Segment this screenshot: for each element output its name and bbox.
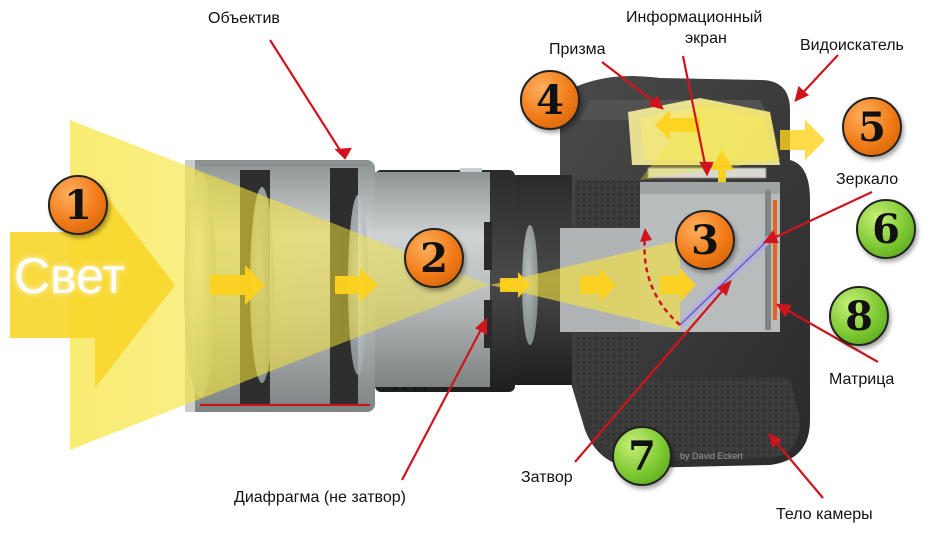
label-info-screen-line1: Информационный	[626, 9, 763, 26]
marker-2: 2	[404, 228, 464, 288]
sensor-plate	[773, 200, 777, 320]
pointer-lines	[269, 39, 879, 499]
label-shutter: Затвор	[521, 469, 573, 486]
light-arrow	[10, 182, 175, 388]
label-prism: Призма	[549, 41, 606, 58]
marker-1: 1	[48, 175, 108, 235]
mirror-swing-arc	[643, 234, 681, 326]
label-camera-body: Тело камеры	[776, 506, 873, 523]
aperture-blades	[484, 222, 492, 348]
marker-3: 3	[675, 210, 735, 270]
label-viewfinder: Видоискатель	[800, 37, 904, 54]
label-lens: Объектив	[208, 10, 280, 27]
label-aperture: Диафрагма (не затвор)	[234, 489, 406, 506]
flow-arrows	[210, 110, 825, 305]
marker-8: 8	[829, 286, 889, 346]
credit-text: by David Eckert	[680, 451, 744, 461]
label-mirror: Зеркало	[836, 171, 899, 188]
marker-4: 4	[520, 70, 580, 130]
marker-7: 7	[612, 426, 672, 486]
light-word: Свет	[14, 248, 126, 304]
marker-6: 6	[856, 199, 916, 259]
label-sensor: Матрица	[829, 371, 895, 388]
shutter-curtain	[765, 190, 771, 330]
label-info-screen-line2: экран	[685, 30, 727, 47]
marker-5: 5	[842, 97, 902, 157]
